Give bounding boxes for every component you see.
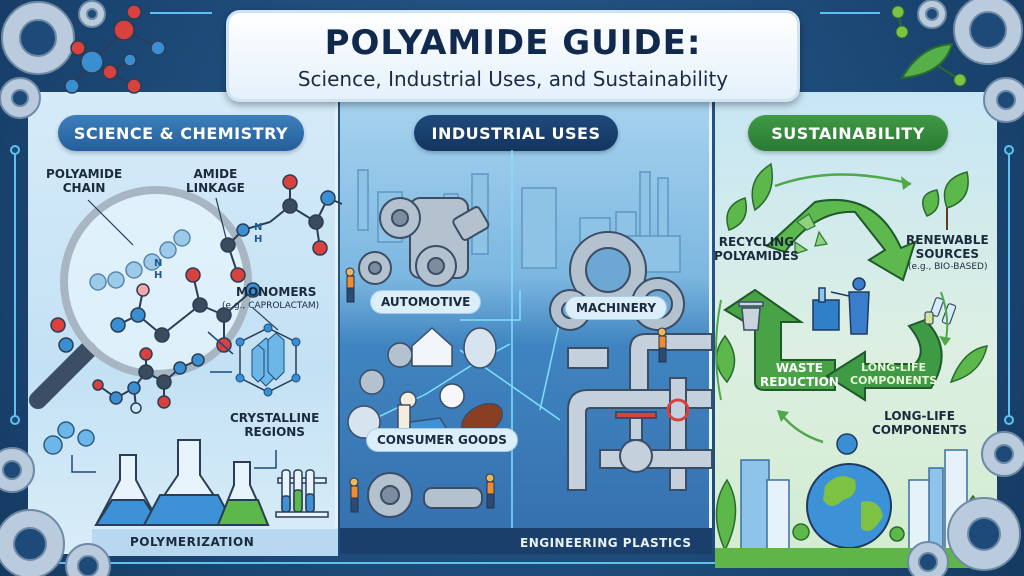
trash-can-icon [738, 301, 764, 331]
city-buildings-icon [740, 449, 968, 551]
consumer-goods-icon [347, 326, 504, 439]
circuit-line-right [1008, 150, 1010, 420]
polymerization-label: POLYMERIZATION [130, 535, 255, 549]
person-recycling-icon [812, 277, 870, 335]
science-heading: SCIENCE & CHEMISTRY [58, 115, 304, 151]
nh-atom-label: N H [254, 222, 263, 245]
title-box: POLYAMIDE GUIDE: Science, Industrial Use… [226, 10, 800, 102]
renewable-sources-label: RENEWABLE SOURCES [906, 233, 989, 261]
test-tubes-icon [275, 469, 329, 518]
gears-molecule-top-left-icon [0, 0, 166, 119]
gears-bottom-right-icon [907, 431, 1024, 576]
globe-icon [806, 463, 892, 549]
industrial-heading: INDUSTRIAL USES [414, 115, 618, 151]
gears-bottom-left-icon [0, 447, 111, 576]
pipes-valve-icon [567, 333, 713, 491]
polyamide-chain-label: POLYAMIDE CHAIN [46, 167, 123, 195]
recycling-polyamides-label: RECYCLING POLYAMIDES [714, 235, 799, 263]
long-life-components-label: LONG-LIFE COMPONENTS [872, 409, 968, 437]
automotive-tag: AUTOMOTIVE [370, 290, 482, 314]
circuit-node [10, 145, 20, 155]
science-illustration [29, 174, 343, 526]
polymerization-bar [92, 528, 338, 556]
long-life-arrow-label: LONG-LIFE COMPONENTS [850, 361, 938, 387]
page-subtitle: Science, Industrial Uses, and Sustainabi… [297, 67, 729, 91]
monomers-label: MONOMERS [236, 285, 317, 299]
circuit-node [1004, 415, 1014, 425]
waste-reduction-label: WASTE REDUCTION [760, 361, 839, 389]
leaf-icons [715, 162, 988, 384]
page-title: POLYAMIDE GUIDE: [324, 23, 702, 63]
worker-icons [345, 267, 667, 513]
crystalline-lattice-icon [235, 323, 301, 397]
circuit-line-left [14, 150, 16, 420]
industrial-illustration [345, 150, 713, 550]
nh-atom-label: N H [154, 258, 163, 281]
crystalline-regions-label: CRYSTALLINE REGIONS [230, 411, 320, 439]
gears-leaf-top-right-icon [891, 0, 1024, 123]
engineering-plastics-bar [340, 528, 712, 554]
circuit-line-top-right [820, 12, 880, 14]
sustainability-heading: SUSTAINABILITY [748, 115, 948, 151]
amide-linkage-label: AMIDE LINKAGE [186, 167, 245, 195]
machinery-tag: MACHINERY [565, 296, 668, 320]
engineering-plastics-label: ENGINEERING PLASTICS [520, 536, 692, 550]
flasks-icon [94, 439, 270, 526]
circuit-line-top-left [150, 12, 212, 14]
renewable-example-label: (e.g., BIO-BASED) [908, 262, 988, 272]
automotive-engine-icon [358, 197, 490, 287]
circuit-line-bottom [52, 562, 912, 564]
magnifier-handle-icon [29, 341, 97, 409]
circuit-node [1004, 145, 1014, 155]
monomers-example-label: (e.g., CAPROLACTAM) [222, 301, 320, 311]
circuit-node [10, 415, 20, 425]
consumer-goods-tag: CONSUMER GOODS [366, 428, 518, 452]
magnifying-glass-icon [60, 186, 252, 378]
